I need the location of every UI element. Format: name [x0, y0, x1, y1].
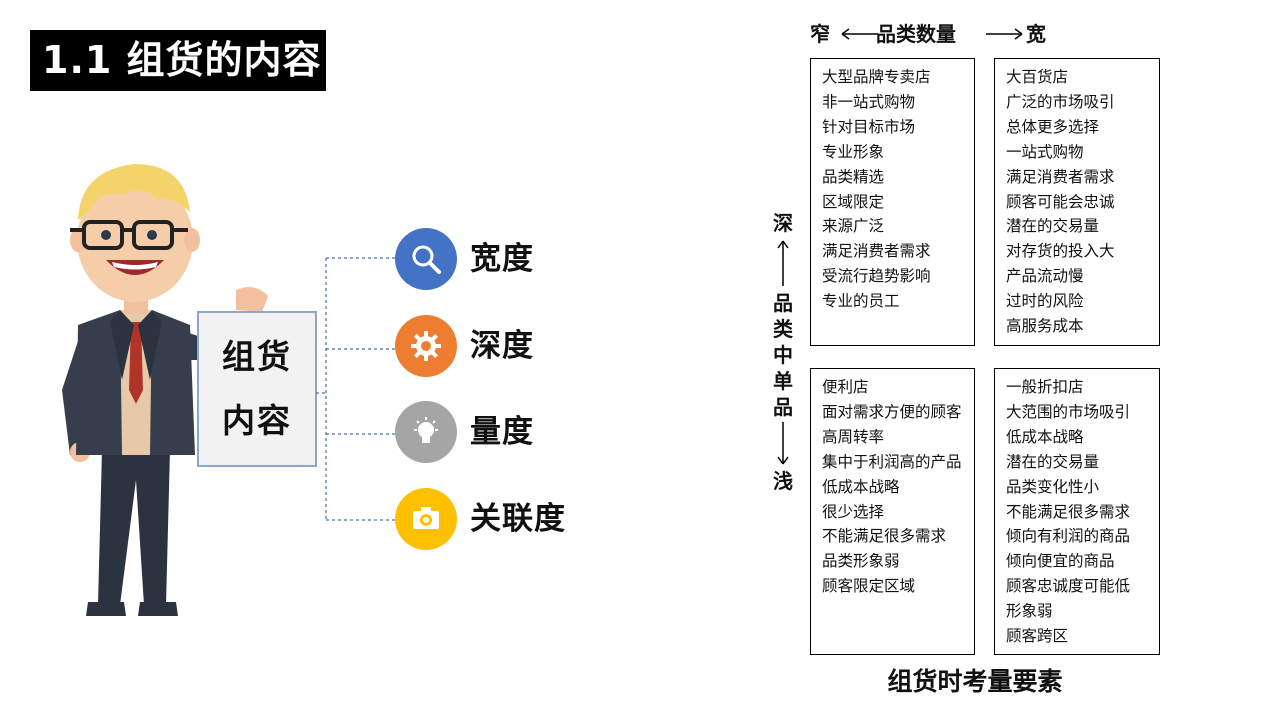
- axis-char: 品: [765, 394, 801, 420]
- dimension-label: 量度: [470, 401, 534, 463]
- dimension-volume: 量度: [395, 401, 595, 463]
- list-item: 倾向有利润的商品: [1006, 524, 1159, 549]
- axis-char: 中: [765, 342, 801, 368]
- quadrant-top-right: 大百货店 广泛的市场吸引 总体更多选择 一站式购物 满足消费者需求 顾客可能会忠…: [994, 58, 1160, 346]
- list-item: 总体更多选择: [1006, 115, 1159, 140]
- list-item: 专业形象: [822, 140, 974, 165]
- list-item: 过时的风险: [1006, 289, 1159, 314]
- category-count-axis: 窄 品类数量 宽: [810, 18, 1070, 50]
- list-item: 品类变化性小: [1006, 475, 1159, 500]
- list-item: 区域限定: [822, 190, 974, 215]
- quadrant-bottom-right: 一般折扣店 大范围的市场吸引 低成本战略 潜在的交易量 品类变化性小 不能满足很…: [994, 368, 1160, 655]
- list-item: 高周转率: [822, 425, 974, 450]
- dimension-width: 宽度: [395, 228, 595, 290]
- list-item: 满足消费者需求: [822, 239, 974, 264]
- axis-shallow-label: 浅: [765, 468, 801, 494]
- list-item: 倾向便宜的商品: [1006, 549, 1159, 574]
- list-item: 品类精选: [822, 165, 974, 190]
- axis-narrow-label: 窄: [810, 21, 830, 47]
- search-icon: [395, 228, 457, 290]
- quadrant-bottom-left: 便利店 面对需求方便的顾客 高周转率 集中于利润高的产品 低成本战略 很少选择 …: [810, 368, 975, 655]
- dimension-label: 宽度: [470, 228, 534, 290]
- list-item: 形象弱: [1006, 599, 1159, 624]
- axis-deep-label: 深: [765, 210, 801, 236]
- arrow-left-icon: [838, 26, 878, 42]
- assortment-content-panel: 组货 内容: [197, 311, 317, 467]
- list-item: 大范围的市场吸引: [1006, 400, 1159, 425]
- list-item: 顾客可能会忠诚: [1006, 190, 1159, 215]
- list-item: 便利店: [822, 375, 974, 400]
- arrow-up-icon: [775, 238, 791, 286]
- panel-line-2: 内容: [222, 389, 292, 453]
- axis-wide-label: 宽: [1026, 21, 1046, 47]
- list-item: 广泛的市场吸引: [1006, 90, 1159, 115]
- list-item: 集中于利润高的产品: [822, 450, 974, 475]
- list-item: 产品流动慢: [1006, 264, 1159, 289]
- axis-char: 类: [765, 316, 801, 342]
- list-item: 潜在的交易量: [1006, 214, 1159, 239]
- dimension-label: 关联度: [470, 488, 566, 550]
- list-item: 顾客忠诚度可能低: [1006, 574, 1159, 599]
- dimension-label: 深度: [470, 315, 534, 377]
- matrix-caption: 组货时考量要素: [860, 664, 1090, 700]
- list-item: 专业的员工: [822, 289, 974, 314]
- list-item: 来源广泛: [822, 214, 974, 239]
- lightbulb-icon: [395, 401, 457, 463]
- list-item: 低成本战略: [1006, 425, 1159, 450]
- axis-char: 品: [765, 290, 801, 316]
- list-item: 不能满足很多需求: [822, 524, 974, 549]
- list-item: 针对目标市场: [822, 115, 974, 140]
- list-item: 潜在的交易量: [1006, 450, 1159, 475]
- list-item: 很少选择: [822, 500, 974, 525]
- axis-category-count-label: 品类数量: [876, 21, 956, 47]
- list-item: 满足消费者需求: [1006, 165, 1159, 190]
- list-item: 对存货的投入大: [1006, 239, 1159, 264]
- dimension-relevance: 关联度: [395, 488, 595, 550]
- list-item: 高服务成本: [1006, 314, 1159, 339]
- list-item: 面对需求方便的顾客: [822, 400, 974, 425]
- list-item: 非一站式购物: [822, 90, 974, 115]
- list-item: 一般折扣店: [1006, 375, 1159, 400]
- list-item: 品类形象弱: [822, 549, 974, 574]
- axis-char: 单: [765, 368, 801, 394]
- list-item: 大型品牌专卖店: [822, 65, 974, 90]
- gear-icon: [395, 315, 457, 377]
- list-item: 受流行趋势影响: [822, 264, 974, 289]
- items-per-category-axis: 深 品 类 中 单 品 浅: [765, 210, 801, 500]
- dimension-depth: 深度: [395, 315, 595, 377]
- list-item: 大百货店: [1006, 65, 1159, 90]
- quadrant-top-left: 大型品牌专卖店 非一站式购物 针对目标市场 专业形象 品类精选 区域限定 来源广…: [810, 58, 975, 346]
- arrow-right-icon: [986, 26, 1026, 42]
- arrow-down-icon: [775, 422, 791, 468]
- list-item: 顾客限定区域: [822, 574, 974, 599]
- panel-line-1: 组货: [222, 325, 292, 389]
- list-item: 不能满足很多需求: [1006, 500, 1159, 525]
- list-item: 一站式购物: [1006, 140, 1159, 165]
- list-item: 低成本战略: [822, 475, 974, 500]
- list-item: 顾客跨区: [1006, 624, 1159, 649]
- camera-icon: [395, 488, 457, 550]
- page-title: 1.1 组货的内容: [30, 30, 326, 91]
- dashed-connector: [316, 256, 396, 522]
